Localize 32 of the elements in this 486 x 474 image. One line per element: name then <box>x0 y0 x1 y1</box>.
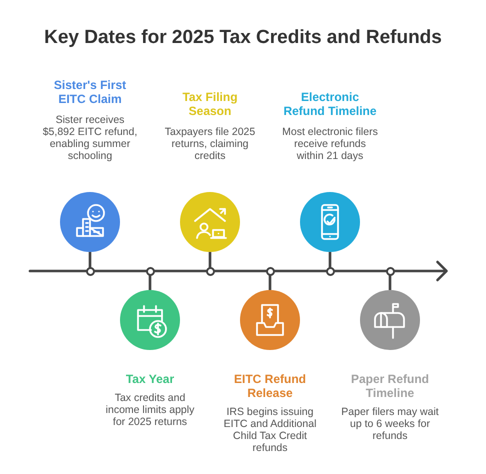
timeline-line <box>154 270 206 272</box>
timeline-line <box>274 270 326 272</box>
connector-line <box>328 252 332 268</box>
event-title: Tax Year <box>124 372 176 386</box>
event-title: Sister's First EITC Claim <box>52 78 128 106</box>
connector-line <box>148 274 152 290</box>
timeline-line <box>28 270 88 272</box>
connector-line <box>268 274 272 290</box>
timeline-line <box>334 270 386 272</box>
event-title: Paper Refund Timeline <box>350 372 430 400</box>
timeline-dot <box>146 266 154 276</box>
event-description: Sister receives $5,892 EITC refund, enabling summer schooling <box>42 114 138 162</box>
connector-line <box>88 252 92 268</box>
page-title: Key Dates for 2025 Tax Credits and Refunds <box>43 26 443 50</box>
timeline-arrow <box>394 260 448 282</box>
timeline-dot <box>206 266 214 276</box>
timeline-line <box>214 270 266 272</box>
connector-line <box>388 274 392 290</box>
event-title: EITC Refund Release <box>233 372 307 400</box>
event-description: Paper filers may wait up to 6 weeks for refunds <box>340 406 440 442</box>
timeline-dot <box>326 266 334 276</box>
event-description: Taxpayers file 2025 returns, claiming credits <box>164 126 256 162</box>
timeline-dot <box>266 266 274 276</box>
event-title: Tax Filing Season <box>181 90 239 118</box>
timeline-dot <box>86 266 94 276</box>
timeline-dot <box>386 266 394 276</box>
connector-line <box>208 252 212 268</box>
event-title: Electronic Refund Timeline <box>282 90 378 118</box>
event-description: IRS begins issuing EITC and Additional Child Tax Credit refunds <box>222 406 318 454</box>
event-description: Most electronic filers receive refunds within 21 days <box>281 126 379 162</box>
event-description: Tax credits and income limits apply for 2025 returns <box>104 392 196 428</box>
timeline-line <box>94 270 146 272</box>
